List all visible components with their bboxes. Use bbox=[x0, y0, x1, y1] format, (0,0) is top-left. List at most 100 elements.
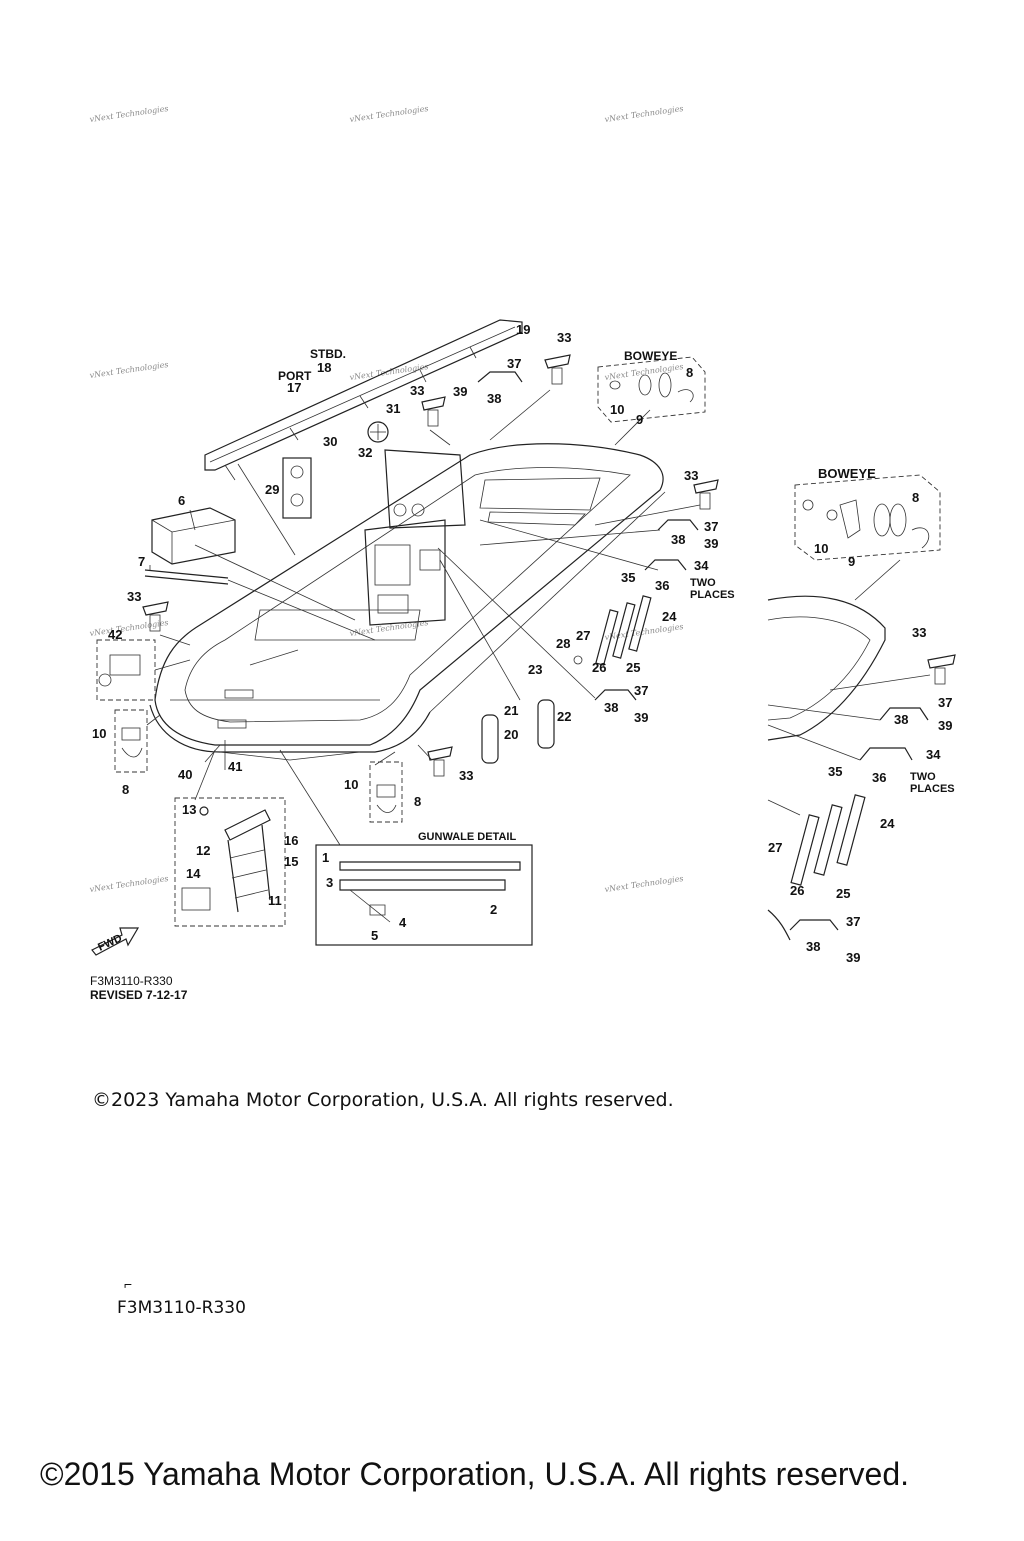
callout-35: 35 bbox=[621, 570, 635, 585]
callout-35: 35 bbox=[828, 764, 842, 779]
callout-40: 40 bbox=[178, 767, 192, 782]
callout-18: 18 bbox=[317, 360, 331, 375]
callout-10: 10 bbox=[610, 402, 624, 417]
boweye-detail-label: BOWEYE bbox=[818, 466, 876, 481]
boweye-box-main bbox=[597, 356, 706, 423]
cleats bbox=[142, 354, 719, 777]
callout-41: 41 bbox=[228, 759, 242, 774]
callout-26: 26 bbox=[790, 883, 804, 898]
port-label: PORT bbox=[278, 369, 312, 383]
callout-39: 39 bbox=[938, 718, 952, 733]
callout-11: 11 bbox=[268, 893, 282, 908]
callout-38: 38 bbox=[894, 712, 908, 727]
callout-10: 10 bbox=[344, 777, 358, 792]
callout-27: 27 bbox=[576, 628, 590, 643]
watermark: vNext Technologies bbox=[604, 104, 684, 124]
callout-2: 2 bbox=[490, 902, 497, 917]
callout-37: 37 bbox=[938, 695, 952, 710]
callout-1: 1 bbox=[322, 850, 329, 865]
callout-38: 38 bbox=[604, 700, 618, 715]
callout-25: 25 bbox=[626, 660, 640, 675]
callout-33: 33 bbox=[557, 330, 571, 345]
copyright-2023: ©2023 Yamaha Motor Corporation, U.S.A. A… bbox=[92, 1089, 674, 1111]
diagram-code-block: F3M3110-R330 REVISED 7-12-17 bbox=[90, 974, 187, 1002]
callout-8: 8 bbox=[686, 365, 693, 380]
transducer-bracket bbox=[96, 639, 156, 701]
callout-24: 24 bbox=[880, 816, 895, 831]
callout-9: 9 bbox=[848, 554, 855, 569]
callout-30: 30 bbox=[323, 434, 337, 449]
callout-36: 36 bbox=[655, 578, 669, 593]
diagram-code-repeat: F3M3110-R330 bbox=[117, 1298, 246, 1318]
top-rail bbox=[204, 319, 523, 481]
callout-9: 9 bbox=[636, 412, 643, 427]
callout-19: 19 bbox=[516, 322, 530, 337]
callout-39: 39 bbox=[453, 384, 467, 399]
watermark: vNext Technologies bbox=[89, 618, 169, 638]
boat-hull bbox=[149, 443, 666, 761]
callout-34: 34 bbox=[694, 558, 709, 573]
boweye-box-bottom bbox=[369, 761, 403, 823]
watermark: vNext Technologies bbox=[604, 874, 684, 894]
diagram-code: F3M3110-R330 bbox=[90, 974, 173, 988]
callout-36: 36 bbox=[872, 770, 886, 785]
callout-15: 15 bbox=[284, 854, 298, 869]
callout-34: 34 bbox=[926, 747, 941, 762]
stbd-label: STBD. bbox=[310, 347, 346, 361]
callout-6: 6 bbox=[178, 493, 185, 508]
boweye-box-left bbox=[114, 709, 148, 773]
callout-26: 26 bbox=[592, 660, 606, 675]
callout-37: 37 bbox=[507, 356, 521, 371]
callout-12: 12 bbox=[196, 843, 210, 858]
fwd-label: FWD bbox=[96, 932, 124, 953]
gunwale-detail-label: GUNWALE DETAIL bbox=[418, 831, 516, 843]
callout-33: 33 bbox=[684, 468, 698, 483]
callout-33: 33 bbox=[410, 383, 424, 398]
callout-17: 17 bbox=[287, 380, 301, 395]
callout-39: 39 bbox=[704, 536, 718, 551]
callout-33: 33 bbox=[127, 589, 141, 604]
callout-4: 4 bbox=[399, 915, 407, 930]
cooler-and-rods bbox=[144, 507, 236, 585]
revised-date: REVISED 7-12-17 bbox=[90, 988, 188, 1002]
callout-38: 38 bbox=[487, 391, 501, 406]
watermark: vNext Technologies bbox=[89, 104, 169, 124]
callout-8: 8 bbox=[912, 490, 919, 505]
callout-25: 25 bbox=[836, 886, 850, 901]
callout-8: 8 bbox=[122, 782, 129, 797]
callout-39: 39 bbox=[846, 950, 860, 965]
callout-14: 14 bbox=[186, 866, 201, 881]
callout-37: 37 bbox=[704, 519, 718, 534]
callout-13: 13 bbox=[182, 802, 196, 817]
callout-7: 7 bbox=[138, 554, 145, 569]
fwd-arrow-icon: FWD bbox=[91, 927, 140, 956]
callout-22: 22 bbox=[557, 709, 571, 724]
callout-10: 10 bbox=[814, 541, 828, 556]
callout-21: 21 bbox=[504, 703, 518, 718]
callout-32: 32 bbox=[358, 445, 372, 460]
watermark: vNext Technologies bbox=[89, 874, 169, 894]
ladder-box bbox=[174, 797, 286, 927]
callout-31: 31 bbox=[386, 401, 400, 416]
callout-33: 33 bbox=[459, 768, 473, 783]
partial-fwd-icon: ⌐ bbox=[124, 1276, 133, 1292]
vent-and-pad bbox=[282, 421, 389, 519]
callout-28: 28 bbox=[556, 636, 570, 651]
rod-holders bbox=[573, 595, 652, 666]
leader-lines bbox=[146, 389, 931, 846]
watermark: vNext Technologies bbox=[349, 104, 429, 124]
boweye-label: BOWEYE bbox=[624, 349, 677, 363]
callout-33: 33 bbox=[912, 625, 926, 640]
callout-42: 42 bbox=[108, 627, 122, 642]
callout-29: 29 bbox=[265, 482, 279, 497]
callout-37: 37 bbox=[846, 914, 860, 929]
callout-24: 24 bbox=[662, 609, 677, 624]
callout-38: 38 bbox=[671, 532, 685, 547]
gunwale-detail-box bbox=[315, 844, 533, 946]
callout-8: 8 bbox=[414, 794, 421, 809]
